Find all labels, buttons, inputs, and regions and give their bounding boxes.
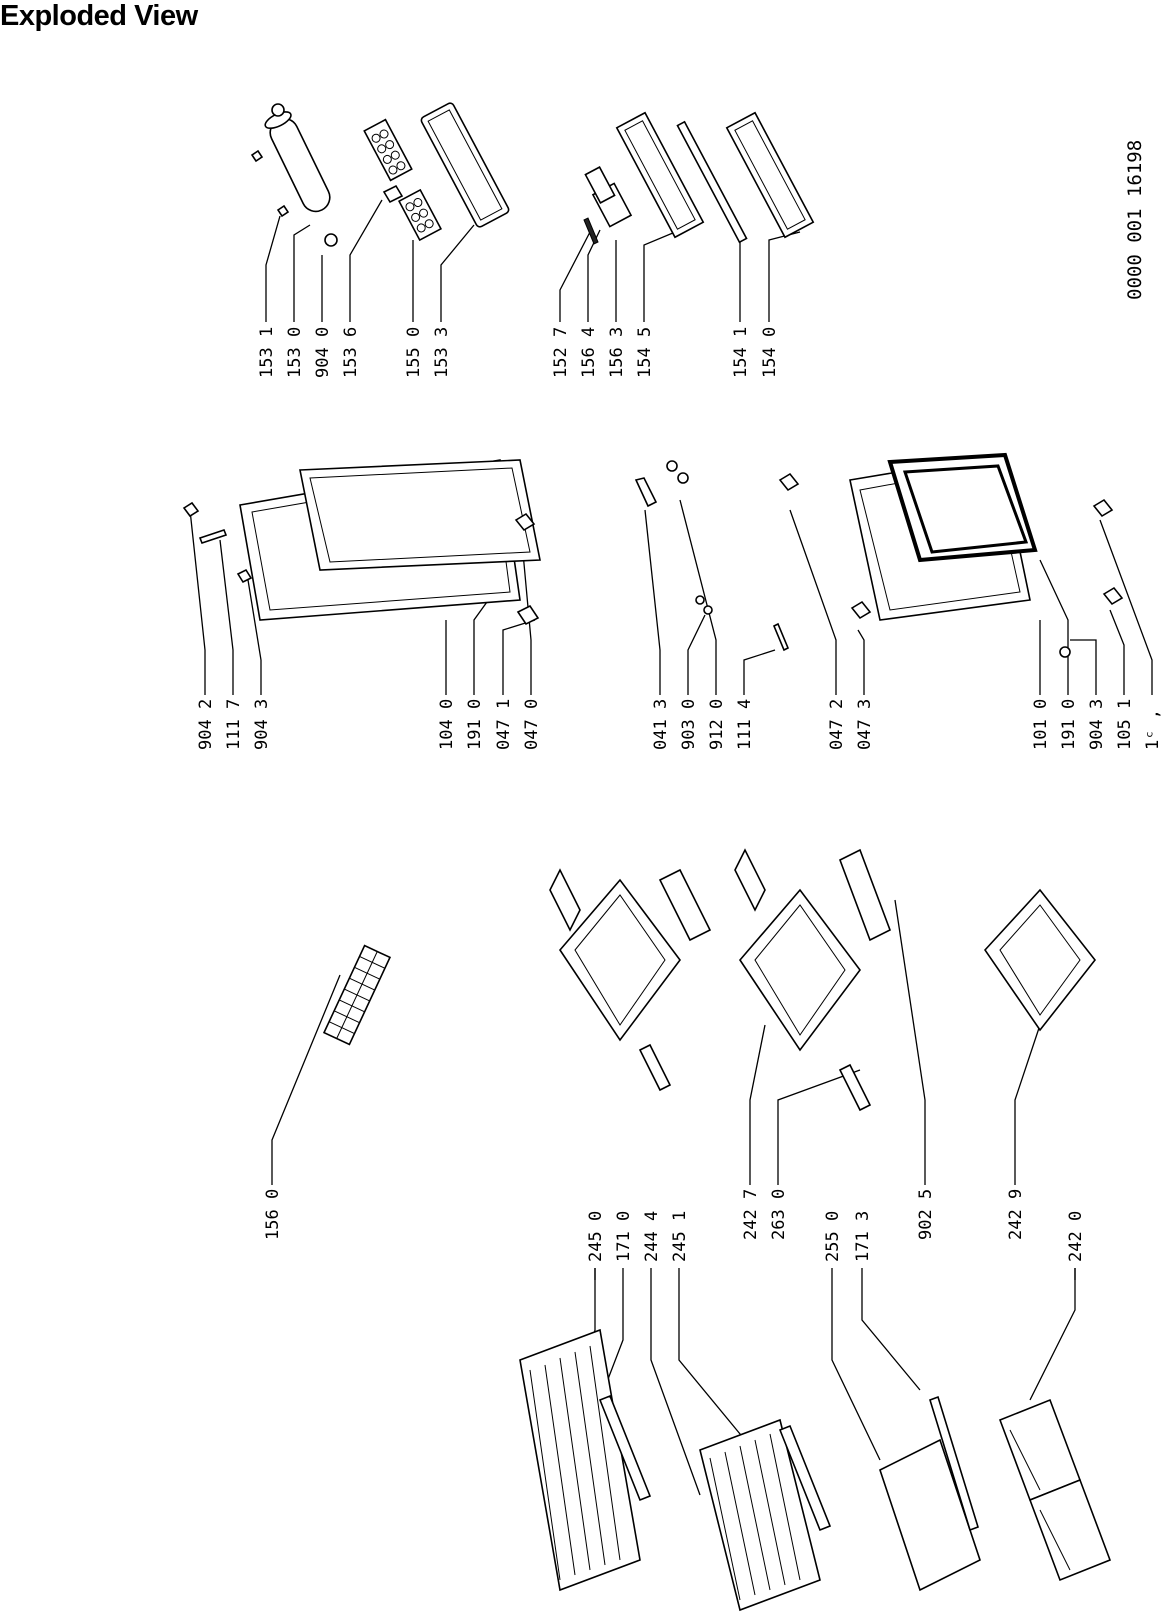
label-902-5: 902 5 xyxy=(916,1189,936,1240)
part-grille xyxy=(322,944,392,1046)
part-hinge-cap xyxy=(182,501,200,518)
label-904-0: 904 0 xyxy=(313,327,333,378)
part-crisper-lower xyxy=(983,888,1097,1032)
label-153-0: 153 0 xyxy=(285,327,305,378)
part-bracket-6 xyxy=(1092,498,1114,518)
label-242-9: 242 9 xyxy=(1006,1189,1026,1240)
label-047-1: 047 1 xyxy=(494,699,514,750)
part-bracket-5 xyxy=(1102,586,1124,606)
document-number: 0000 001 16198 xyxy=(1124,140,1146,300)
part-balcony-2 xyxy=(725,111,815,239)
part-egg-tray-2 xyxy=(397,188,443,242)
part-egg-tray xyxy=(363,118,413,182)
label-041-3: 041 3 xyxy=(651,699,671,750)
label-154-5: 154 5 xyxy=(635,327,655,378)
label-904-2: 904 2 xyxy=(196,699,216,750)
label-111-7: 111 7 xyxy=(224,699,244,750)
label-191-0: 191 0 xyxy=(465,699,485,750)
label-105-1: 105 1 xyxy=(1115,699,1135,750)
label-245-1: 245 1 xyxy=(670,1211,690,1262)
label-153-3: 153 3 xyxy=(432,327,452,378)
label-111-4: 111 4 xyxy=(735,699,755,750)
label-156-0: 156 0 xyxy=(263,1189,283,1240)
part-crisper-upper xyxy=(549,868,712,1092)
label-cut: 1ᶜ , xyxy=(1143,709,1163,750)
page-title: Exploded View xyxy=(0,0,198,32)
label-156-3: 156 3 xyxy=(607,327,627,378)
part-lid xyxy=(382,184,404,204)
part-bracket-4 xyxy=(850,600,872,620)
label-242-0: 242 0 xyxy=(1066,1211,1086,1262)
part-pin xyxy=(583,217,599,245)
part-bracket xyxy=(514,512,536,532)
label-dashes xyxy=(594,1268,1076,1280)
part-tube xyxy=(264,111,331,213)
label-904-3: 904 3 xyxy=(252,699,272,750)
label-245-0: 245 0 xyxy=(586,1211,606,1262)
part-flap xyxy=(584,166,616,204)
part-door-upper xyxy=(239,459,541,621)
label-191-0-b: 191 0 xyxy=(1059,699,1079,750)
part-strip xyxy=(676,120,748,244)
label-153-6: 153 6 xyxy=(341,327,361,378)
part-wire-shelf xyxy=(519,1328,652,1592)
label-152-7: 152 7 xyxy=(551,327,571,378)
label-263-0: 263 0 xyxy=(769,1189,789,1240)
part-cap-2 xyxy=(324,233,338,247)
label-047-3: 047 3 xyxy=(855,699,875,750)
part-cap xyxy=(271,103,285,117)
label-154-0: 154 0 xyxy=(760,327,780,378)
part-bar xyxy=(198,529,228,544)
label-153-1: 153 1 xyxy=(257,327,277,378)
part-clip xyxy=(250,149,264,163)
label-047-0: 047 0 xyxy=(522,699,542,750)
label-904-3-b: 904 3 xyxy=(1087,699,1107,750)
part-labels: 153 1 153 0 904 0 153 6 155 0 153 3 152 … xyxy=(196,327,1163,1262)
label-104-0: 104 0 xyxy=(437,699,457,750)
part-cap-3 xyxy=(236,568,253,584)
part-door-lower xyxy=(849,452,1038,621)
label-171-3: 171 3 xyxy=(853,1211,873,1262)
label-242-7: 242 7 xyxy=(741,1189,761,1240)
label-047-2: 047 2 xyxy=(827,699,847,750)
part-glass-shelf xyxy=(879,1395,981,1592)
label-101-0: 101 0 xyxy=(1031,699,1051,750)
part-cap-4 xyxy=(1059,646,1071,658)
label-244-4: 244 4 xyxy=(642,1211,662,1262)
part-baskets xyxy=(998,1398,1112,1582)
part-hinge xyxy=(634,460,790,652)
label-156-4: 156 4 xyxy=(579,327,599,378)
label-912-0: 912 0 xyxy=(707,699,727,750)
part-clip-2 xyxy=(276,204,290,218)
part-door-shelf xyxy=(420,102,510,228)
label-255-0: 255 0 xyxy=(823,1211,843,1262)
part-balcony xyxy=(615,111,705,239)
label-903-0: 903 0 xyxy=(679,699,699,750)
leader-lines xyxy=(189,199,1153,1496)
part-crisper-middle xyxy=(734,848,892,1112)
part-bracket-3 xyxy=(778,472,800,492)
label-171-0: 171 0 xyxy=(614,1211,634,1262)
part-bracket-2 xyxy=(516,604,540,626)
label-155-0: 155 0 xyxy=(404,327,424,378)
label-154-1: 154 1 xyxy=(731,327,751,378)
part-wire-shelf-2 xyxy=(699,1418,832,1612)
